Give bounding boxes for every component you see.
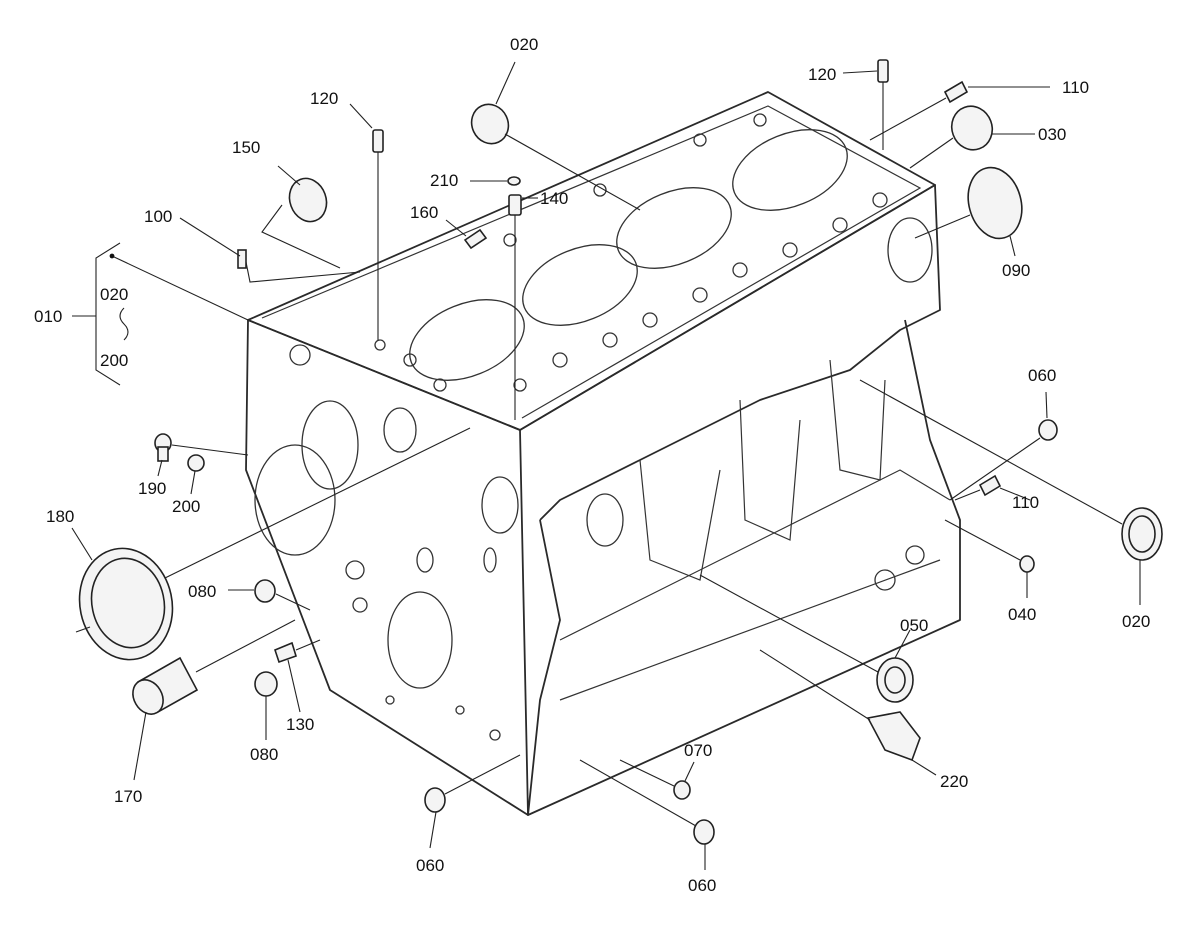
label-050: 050 <box>900 616 928 635</box>
label-220: 220 <box>940 772 968 791</box>
label-180: 180 <box>46 507 74 526</box>
part-020-top <box>470 103 510 145</box>
label-060-right: 060 <box>1028 366 1056 385</box>
label-020-right: 020 <box>1122 612 1150 631</box>
label-170: 170 <box>114 787 142 806</box>
label-160: 160 <box>410 203 438 222</box>
part-160-stud <box>463 228 488 250</box>
part-080-upper <box>254 579 276 603</box>
part-080-lower <box>254 671 278 697</box>
part-060-right <box>1038 419 1058 441</box>
part-140 <box>508 194 522 216</box>
part-100-dowel <box>237 249 247 269</box>
label-210: 210 <box>430 171 458 190</box>
leader-lines <box>71 61 1141 870</box>
part-150-plug <box>288 177 328 223</box>
label-060-bottom-mid: 060 <box>688 876 716 895</box>
part-200-washer <box>187 454 205 472</box>
label-200: 200 <box>172 497 200 516</box>
part-030-plug <box>950 105 994 151</box>
label-120-left: 120 <box>310 89 338 108</box>
label-040: 040 <box>1008 605 1036 624</box>
label-150: 150 <box>232 138 260 157</box>
label-070: 070 <box>684 741 712 760</box>
callout-labels: 010 020 200 100 150 120 160 210 140 020 … <box>34 35 1150 895</box>
part-180-seal-ring <box>78 547 174 661</box>
label-020-group: 020 <box>100 285 128 304</box>
part-110-top <box>943 80 969 104</box>
label-080-upper: 080 <box>188 582 216 601</box>
part-220 <box>866 711 921 762</box>
label-110-right: 110 <box>1012 493 1039 512</box>
label-030: 030 <box>1038 125 1066 144</box>
part-020-right-ring <box>1121 507 1163 561</box>
label-200-group: 200 <box>100 351 128 370</box>
label-020-top: 020 <box>510 35 538 54</box>
label-010: 010 <box>34 307 62 326</box>
label-090: 090 <box>1002 261 1030 280</box>
label-190: 190 <box>138 479 166 498</box>
label-080-lower: 080 <box>250 745 278 764</box>
part-130-pin <box>274 641 297 664</box>
label-120-top: 120 <box>808 65 836 84</box>
part-060-bottom-mid <box>693 819 715 845</box>
label-110-top: 110 <box>1062 78 1089 97</box>
part-110-right <box>978 474 1002 497</box>
label-060-bottom-left: 060 <box>416 856 444 875</box>
parts <box>78 59 1163 845</box>
part-040 <box>1019 555 1035 573</box>
part-120-left <box>372 129 384 153</box>
part-070 <box>673 780 691 800</box>
label-130: 130 <box>286 715 314 734</box>
cylinder-block <box>245 91 961 816</box>
label-140: 140 <box>540 189 568 208</box>
label-100: 100 <box>144 207 172 226</box>
part-170-plug <box>132 656 199 715</box>
part-210 <box>507 176 521 186</box>
part-120-top <box>877 59 889 83</box>
part-090-plug <box>967 166 1023 240</box>
part-050 <box>876 657 914 703</box>
part-060-bottom-left <box>424 787 446 813</box>
part-190-bolt <box>154 433 172 462</box>
